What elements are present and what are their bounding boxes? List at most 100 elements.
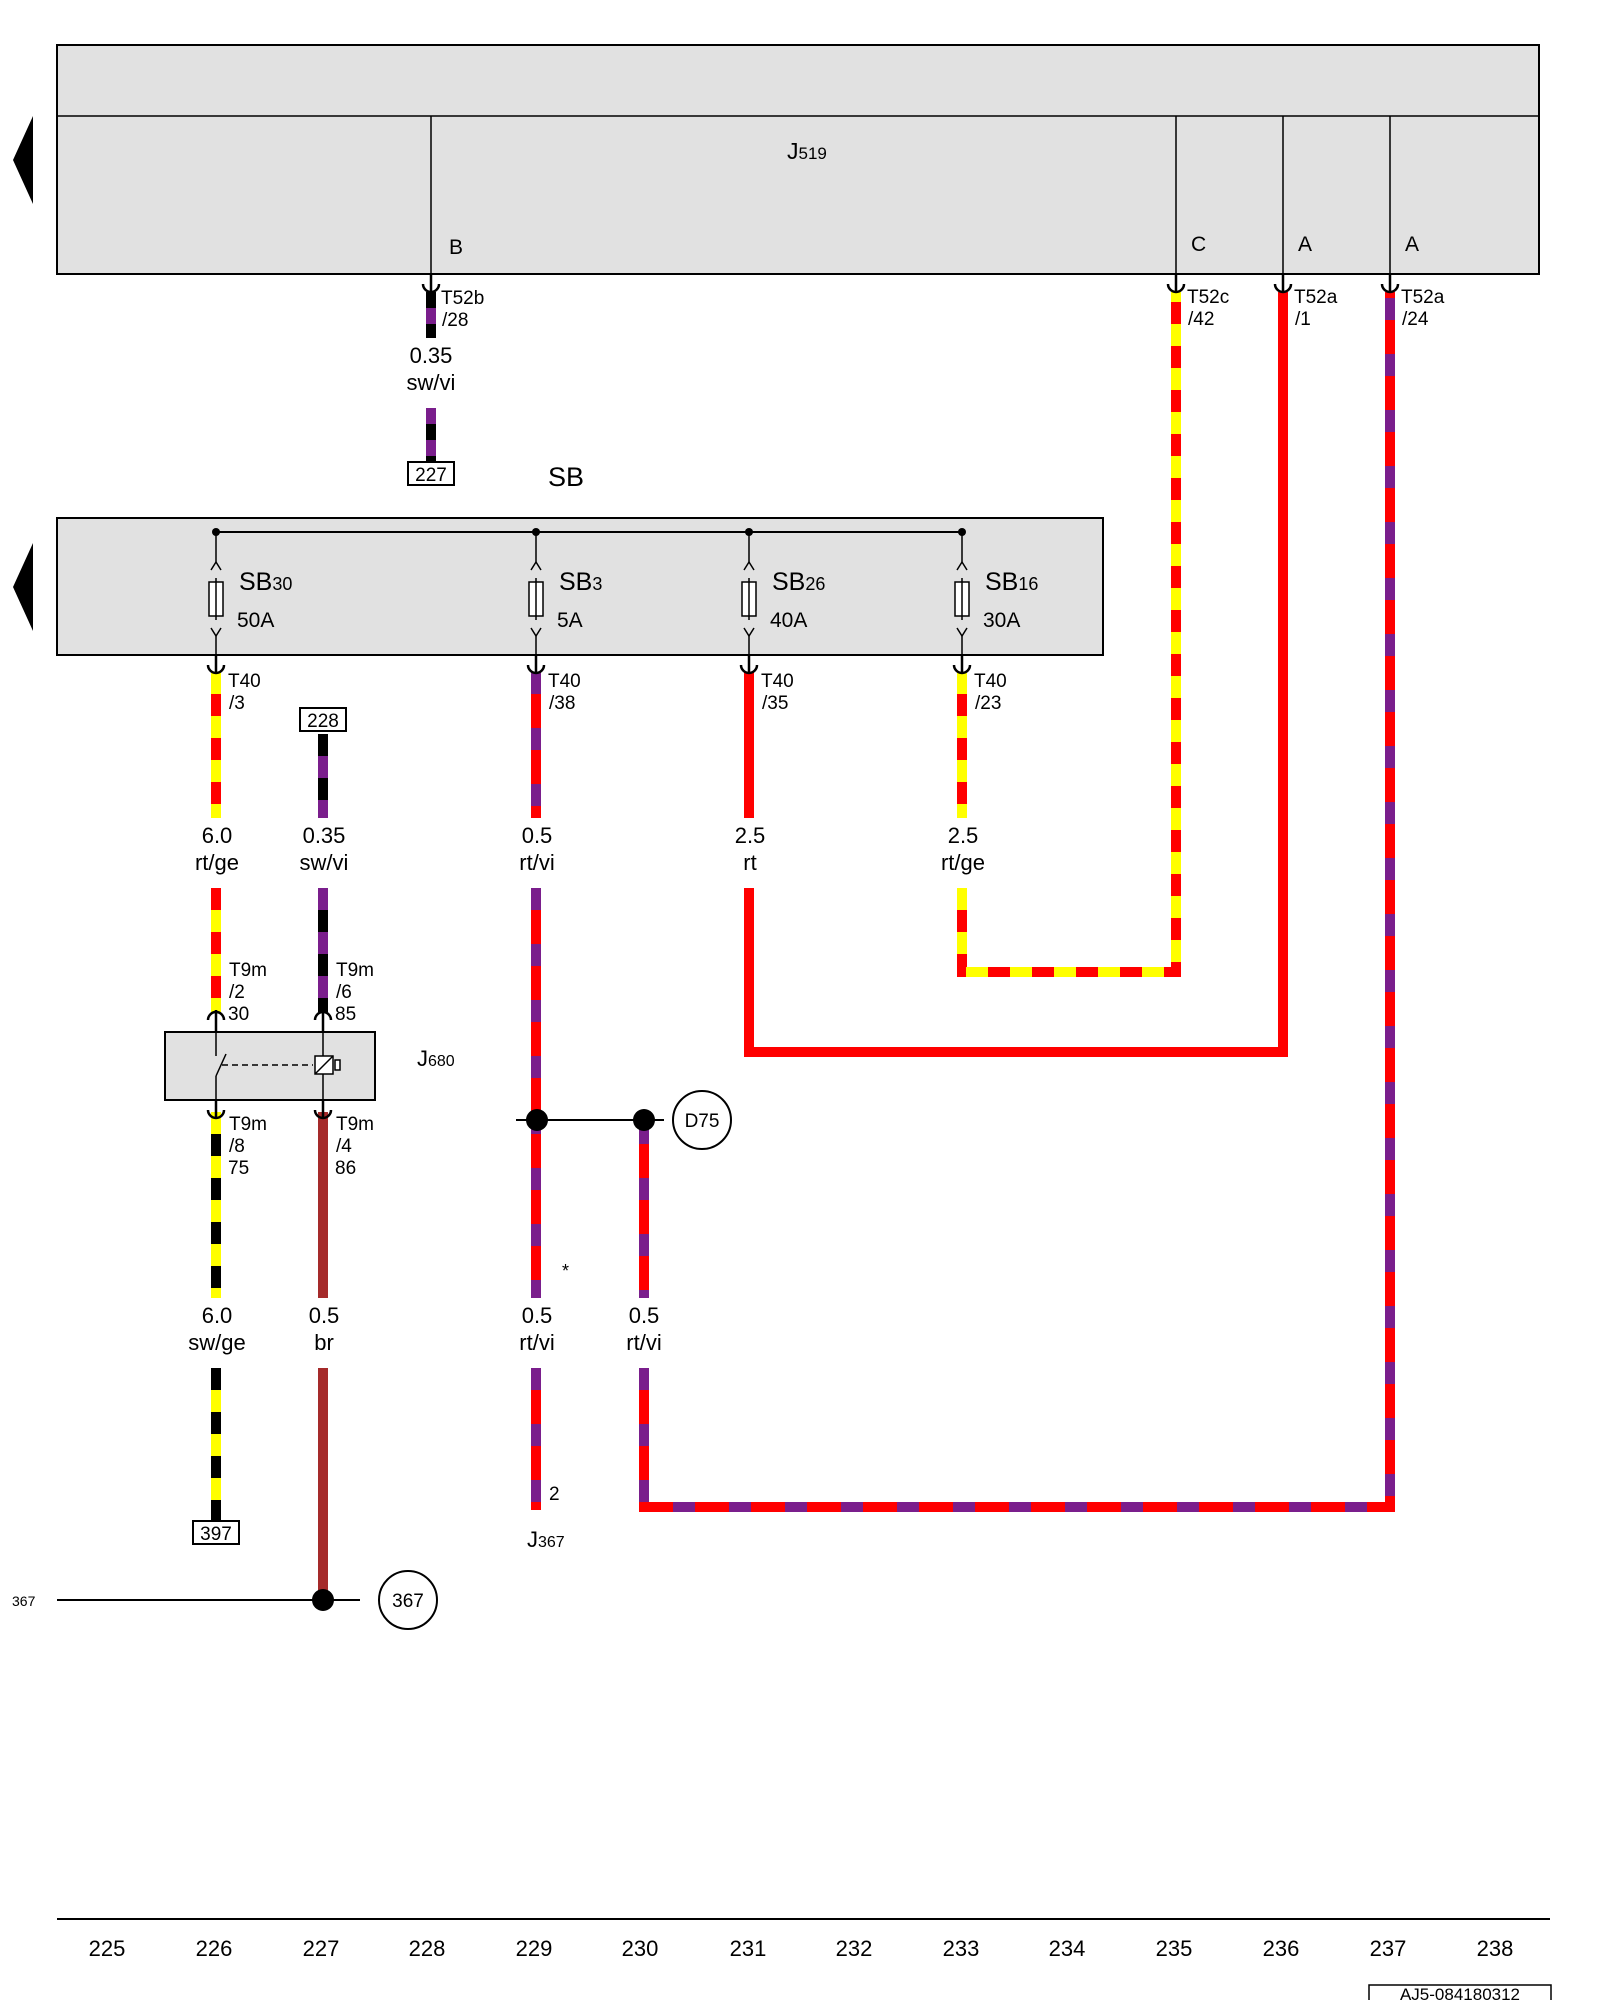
fuse-sb30-name: SB30	[239, 568, 292, 596]
svg-text:227: 227	[415, 465, 447, 486]
junction-dot-icon	[633, 1109, 655, 1131]
sb-panel	[56, 517, 1104, 656]
j519-pin-c-connector: T52c /42	[1187, 287, 1229, 330]
svg-text:br: br	[314, 1330, 334, 1355]
svg-text:2.5: 2.5	[735, 823, 766, 848]
svg-text:rt/vi: rt/vi	[626, 1330, 661, 1355]
ref-circle-d75[interactable]: D75	[672, 1090, 732, 1150]
ground-ref-left: 367	[12, 1593, 36, 1609]
svg-text:0.35: 0.35	[303, 823, 346, 848]
wire-label-86: 0.5 br	[309, 1303, 340, 1355]
track-numbers: 225 226 227 228 229 230 231 232 233 234 …	[89, 1936, 1514, 1961]
fuse-sb26-name: SB26	[772, 568, 825, 596]
asterisk-note: *	[562, 1261, 569, 1281]
svg-text:6.0: 6.0	[202, 823, 233, 848]
ref-box-228[interactable]: 228	[299, 707, 347, 732]
svg-text:/8: /8	[229, 1136, 245, 1157]
track-number: 235	[1156, 1936, 1193, 1961]
svg-text:/6: /6	[336, 982, 352, 1003]
svg-text:/23: /23	[975, 693, 1001, 714]
j367-pin-label: 2	[549, 1484, 560, 1505]
wire-label-sb30: 6.0 rt/ge	[195, 823, 239, 875]
svg-text:AJ5-084180312: AJ5-084180312	[1400, 1985, 1520, 2000]
svg-text:0.5: 0.5	[522, 1303, 553, 1328]
svg-text:T52a: T52a	[1294, 287, 1338, 308]
svg-text:T40: T40	[228, 671, 261, 692]
sb16-connector: T40 /23	[974, 671, 1007, 714]
ref-circle-367[interactable]: 367	[378, 1570, 438, 1630]
svg-text:sw/vi: sw/vi	[300, 850, 349, 875]
svg-text:0.5: 0.5	[309, 1303, 340, 1328]
svg-text:0.35: 0.35	[410, 343, 453, 368]
svg-text:D75: D75	[685, 1111, 720, 1132]
relay-j680-label: J680	[417, 1046, 455, 1071]
svg-text:0.5: 0.5	[522, 823, 553, 848]
fuse-sb3	[528, 532, 544, 655]
svg-text:/3: /3	[229, 693, 245, 714]
svg-text:sw/vi: sw/vi	[407, 370, 456, 395]
track-number: 230	[622, 1936, 659, 1961]
wire-label-75: 6.0 sw/ge	[188, 1303, 245, 1355]
track-number: 227	[303, 1936, 340, 1961]
sb3-connector: T40 /38	[548, 671, 581, 714]
svg-text:/28: /28	[442, 310, 468, 331]
svg-text:T9m: T9m	[229, 960, 267, 981]
svg-text:75: 75	[228, 1158, 249, 1179]
fuse-sb26	[741, 532, 757, 655]
svg-text:/35: /35	[762, 693, 788, 714]
j367-label: J367	[527, 1527, 565, 1552]
relay-j680	[164, 1031, 376, 1101]
track-number: 226	[196, 1936, 233, 1961]
svg-text:/4: /4	[336, 1136, 352, 1157]
svg-text:0.5: 0.5	[629, 1303, 660, 1328]
svg-text:rt/ge: rt/ge	[195, 850, 239, 875]
j519-module: J519 B C A A	[56, 44, 1540, 275]
svg-text:86: 86	[335, 1158, 356, 1179]
wire-label-b: 0.35 sw/vi	[407, 343, 456, 395]
sb-label: SB	[548, 462, 584, 492]
track-number: 228	[409, 1936, 446, 1961]
fuse-sb3-name: SB3	[559, 568, 602, 596]
svg-text:rt: rt	[743, 850, 756, 875]
j519-pin-c-label: C	[1191, 233, 1206, 256]
svg-text:2.5: 2.5	[948, 823, 979, 848]
j519-pin-a24-connector: T52a /24	[1401, 287, 1445, 330]
ref-box-397[interactable]: 397	[192, 1520, 240, 1545]
track-number: 225	[89, 1936, 126, 1961]
svg-text:T52c: T52c	[1187, 287, 1229, 308]
wire-label-sb3: 0.5 rt/vi	[519, 823, 554, 875]
fuse-sb16-name: SB16	[985, 568, 1038, 596]
track-number: 232	[836, 1936, 873, 1961]
relay-pin-85-label: T9m /6 85	[335, 960, 374, 1025]
svg-text:T40: T40	[974, 671, 1007, 692]
relay-switch-icon	[215, 1032, 227, 1100]
j519-pin-a1-connector: T52a /1	[1294, 287, 1338, 330]
fuse-sb16	[954, 532, 970, 655]
document-id: AJ5-084180312	[1368, 1984, 1552, 2000]
svg-text:rt/vi: rt/vi	[519, 1330, 554, 1355]
sb30-connector: T40 /3	[228, 671, 261, 714]
j519-pin-a1-label: A	[1298, 233, 1312, 256]
j519-panel	[56, 44, 1540, 275]
track-number: 234	[1049, 1936, 1086, 1961]
svg-text:/38: /38	[549, 693, 575, 714]
ref-box-227[interactable]: 227	[407, 461, 455, 486]
wire-label-sb16: 2.5 rt/ge	[941, 823, 985, 875]
continuation-arrow-sb	[13, 543, 33, 631]
svg-text:30: 30	[228, 1004, 249, 1025]
connector-pin-icons	[206, 274, 1400, 1120]
fuse-sb3-rating: 5A	[557, 609, 583, 632]
track-number: 229	[516, 1936, 553, 1961]
svg-text:228: 228	[307, 711, 339, 732]
continuation-arrow-j519	[13, 116, 33, 204]
sb26-connector: T40 /35	[761, 671, 794, 714]
relay-j680-body	[164, 1031, 376, 1101]
relay-coil-icon	[314, 1032, 341, 1100]
wire-sb26	[744, 292, 1288, 1057]
svg-text:85: 85	[335, 1004, 356, 1025]
wire-sb16	[957, 292, 1181, 977]
sb-fuse-holder: SB30 50A SB3 5A SB26 40A SB16 30A	[56, 517, 1104, 656]
svg-text:rt/ge: rt/ge	[941, 850, 985, 875]
track-number: 233	[943, 1936, 980, 1961]
fuse-sb30	[208, 532, 224, 655]
